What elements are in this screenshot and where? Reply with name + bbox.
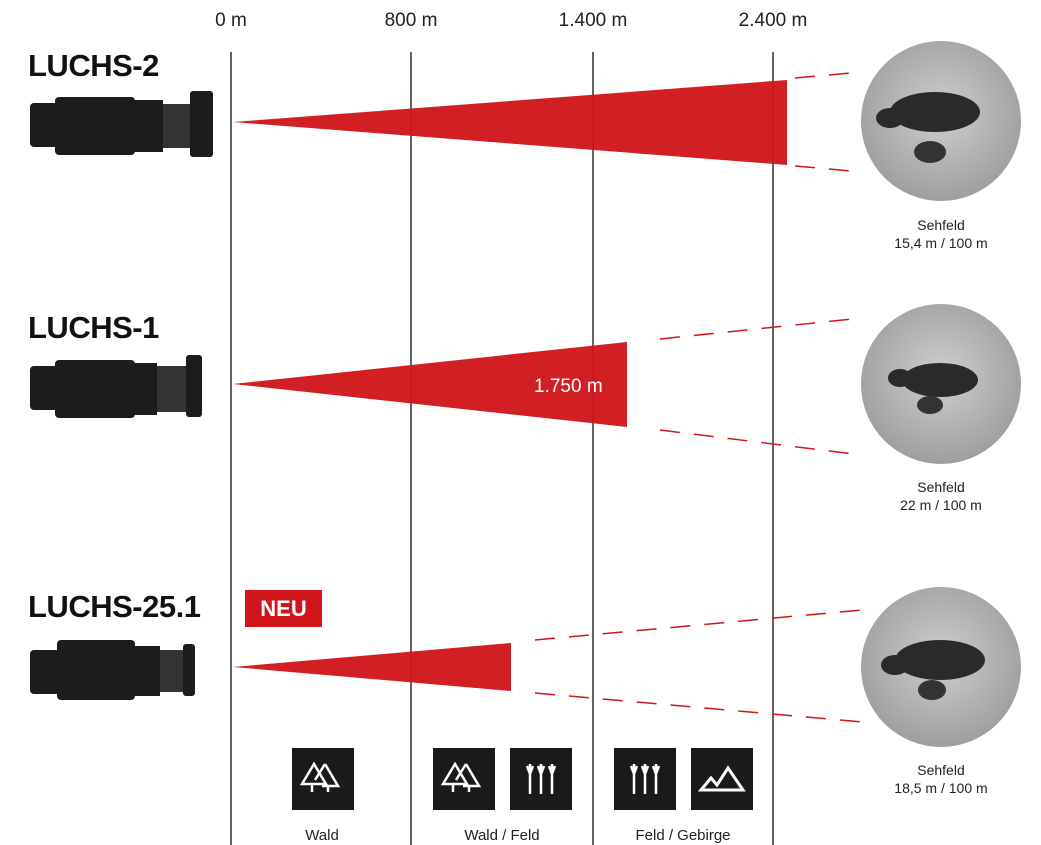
scope-luchs-25-1 (30, 640, 195, 700)
thermal-image-luchs-2 (861, 41, 1021, 201)
fov-line (659, 317, 863, 340)
model-title: LUCHS-25.1 (28, 589, 201, 624)
mountain-icon (691, 748, 753, 810)
thermal-image-luchs-1 (861, 304, 1021, 464)
axis-tick-1400: 1.400 m (558, 10, 628, 31)
forest-icon (292, 748, 354, 810)
fov-line (794, 165, 863, 173)
range-label: 1.750 m (534, 376, 603, 397)
environment-label: Feld / Gebirge (635, 827, 731, 844)
environment-label: Wald / Feld (464, 827, 540, 844)
model-title: LUCHS-1 (28, 310, 159, 345)
environment-label: Wald (305, 827, 339, 844)
range-cone-luchs-2 (233, 80, 787, 165)
axis-tick-2400: 2.400 m (738, 10, 808, 31)
field-icon (614, 748, 676, 810)
range-cone-luchs-25-1 (233, 643, 511, 691)
scope-luchs-2 (30, 91, 213, 157)
fov-line (534, 609, 863, 641)
field-icon (510, 748, 572, 810)
fov-line (794, 71, 863, 79)
axis-tick-800: 800 m (384, 10, 438, 31)
scope-luchs-1 (30, 355, 202, 418)
fov-line (534, 692, 863, 723)
model-title: LUCHS-2 (28, 48, 159, 83)
range-cone-luchs-1 (233, 342, 627, 427)
new-badge: NEU (245, 590, 322, 627)
axis-tick-0: 0 m (215, 10, 247, 31)
fov-line (659, 429, 863, 456)
thermal-image-luchs-25-1 (861, 587, 1021, 747)
forest-icon (433, 748, 495, 810)
